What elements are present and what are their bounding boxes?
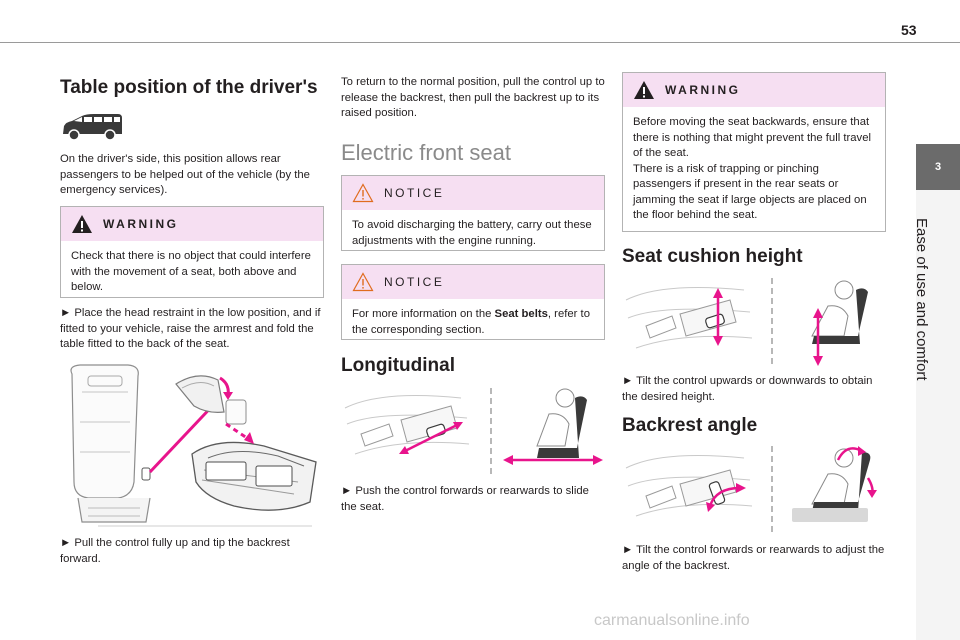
- chapter-tab[interactable]: 3: [916, 144, 960, 190]
- cushion-height-illustration: [625, 278, 868, 366]
- header-rule: [0, 42, 960, 43]
- longitudinal-illustration: [344, 388, 603, 474]
- return-normal-text: To return to the normal position, pull t…: [341, 76, 605, 119]
- seat-control-icon: [625, 287, 753, 349]
- notice-box-1: NOTICE To avoid discharging the battery,…: [341, 175, 605, 251]
- warning-box-2: WARNING Before moving the seat backwards…: [622, 72, 886, 232]
- seat-belts-link[interactable]: Seat belts: [494, 308, 548, 320]
- warning-box-2-header: WARNING: [623, 73, 885, 107]
- longitudinal-text: ► Push the control forwards or rearwards…: [341, 485, 589, 513]
- electric-seat-title: Electric front seat: [341, 140, 511, 165]
- seat-figure-icon: [811, 280, 868, 366]
- table-position-title: Table position of the driver's: [60, 77, 318, 98]
- warning-triangle-icon: [72, 215, 92, 233]
- warning-text: Check that there is no object that could…: [71, 250, 311, 293]
- warning-box-1-header: WARNING: [61, 207, 323, 241]
- notice-label: NOTICE: [384, 275, 445, 289]
- seat-figure-icon: [792, 446, 877, 522]
- warning-label: WARNING: [103, 217, 179, 231]
- backrest-angle-illustration: [625, 446, 877, 534]
- warning-box-1: WARNING Check that there is no object th…: [60, 206, 324, 298]
- step-tip-backrest: ► Pull the control fully up and tip the …: [60, 537, 290, 565]
- chapter-strip: [916, 190, 960, 640]
- notice-box-2-header: NOTICE: [342, 265, 604, 299]
- backrest-angle-text: ► Tilt the control forwards or rearwards…: [622, 544, 885, 572]
- notice-label: NOTICE: [384, 186, 445, 200]
- table-position-intro: On the driver's side, this position allo…: [60, 153, 310, 196]
- backrest-angle-title: Backrest angle: [622, 415, 758, 436]
- van-icon: [63, 114, 122, 141]
- seat-control-icon: [625, 455, 753, 517]
- notice-text-battery: To avoid discharging the battery, carry …: [352, 219, 592, 247]
- notice-text-seatbelts: For more information on the Seat belts, …: [342, 299, 604, 346]
- seat-figure-icon: [503, 388, 603, 465]
- page-number: 53: [901, 22, 917, 38]
- notice-box-1-header: NOTICE: [342, 176, 604, 210]
- warning-triangle-icon: [634, 81, 654, 99]
- seat-table-illustration: [70, 364, 317, 527]
- seat-control-icon: [344, 395, 470, 455]
- notice-triangle-icon: [352, 272, 374, 292]
- watermark: carmanualsonline.info: [594, 612, 750, 629]
- cushion-height-title: Seat cushion height: [622, 246, 803, 267]
- chapter-title: Ease of use and comfort: [913, 218, 930, 381]
- warning-text-part2: There is a risk of trapping or pinching …: [633, 162, 867, 222]
- cushion-height-text: ► Tilt the control upwards or downwards …: [622, 375, 873, 403]
- notice-triangle-icon: [352, 183, 374, 203]
- notice-text-post: , refer to the corresponding section.: [352, 308, 590, 336]
- warning-label: WARNING: [665, 83, 741, 97]
- notice-box-2: NOTICE For more information on the Seat …: [341, 264, 605, 340]
- warning-text-backwards: Before moving the seat backwards, ensure…: [623, 107, 885, 232]
- notice-text-pre: For more information on the: [352, 308, 495, 320]
- longitudinal-title: Longitudinal: [341, 355, 455, 376]
- warning-text-part1: Before moving the seat backwards, ensure…: [633, 116, 871, 159]
- step-lower-head-restraint: ► Place the head restraint in the low po…: [60, 307, 321, 350]
